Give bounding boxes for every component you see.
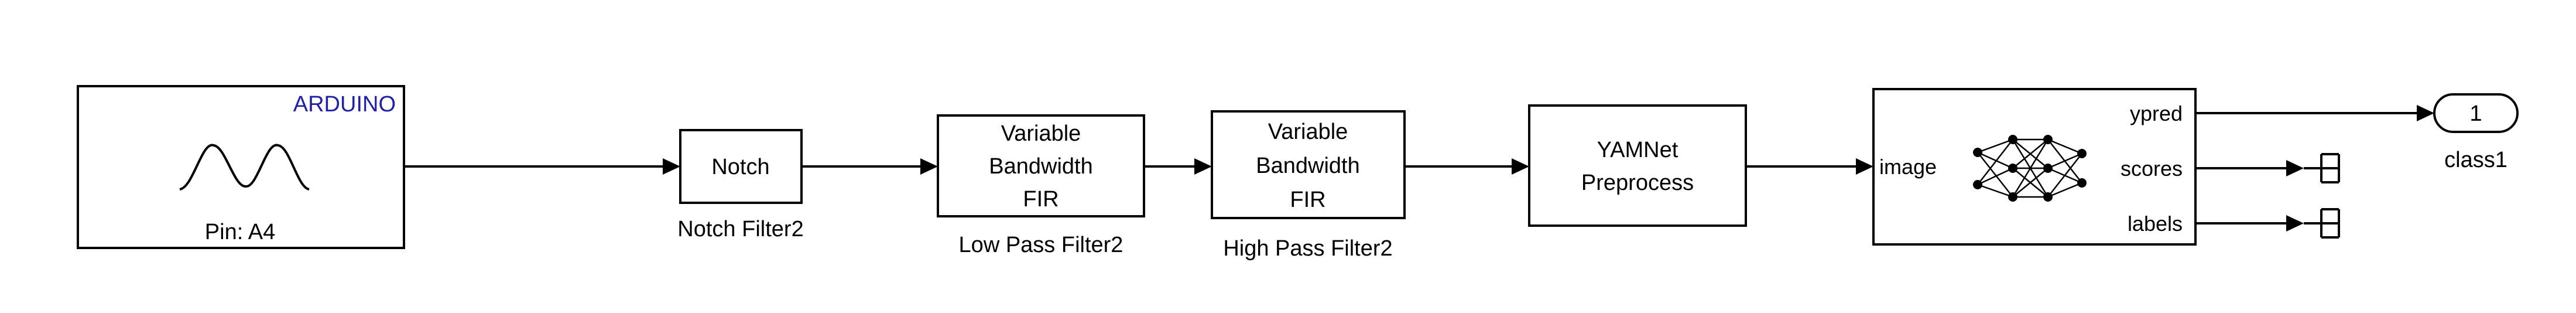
nn-edge bbox=[2012, 168, 2049, 198]
high-pass-line1: Variable bbox=[1268, 120, 1348, 144]
nn-edge bbox=[1977, 151, 2013, 169]
high-pass-caption: High Pass Filter2 bbox=[1223, 236, 1392, 261]
yamnet-preprocess-block[interactable]: YAMNet Preprocess bbox=[1528, 104, 1747, 227]
ypred-port-label: ypred bbox=[2130, 101, 2183, 125]
sine-wave-icon bbox=[179, 144, 310, 190]
arrowhead bbox=[2417, 105, 2434, 121]
arduino-brand-label: ARDUINO bbox=[293, 92, 396, 117]
high-pass-line3: FIR bbox=[1290, 188, 1325, 212]
nn-edge bbox=[2047, 182, 2082, 198]
nn-edge bbox=[2047, 152, 2082, 169]
nn-node bbox=[2008, 164, 2017, 173]
terminator-icon[interactable] bbox=[2304, 208, 2340, 239]
nn-edge bbox=[1977, 183, 2013, 198]
nn-node bbox=[2077, 149, 2087, 158]
sound-classifier-block[interactable]: image ypred scores labels bbox=[1872, 88, 2197, 246]
arrowhead bbox=[1194, 158, 1212, 175]
high-pass-fir-block[interactable]: Variable Bandwidth FIR bbox=[1211, 110, 1406, 219]
arrowhead bbox=[2286, 160, 2304, 176]
low-pass-fir-block[interactable]: Variable Bandwidth FIR bbox=[937, 114, 1145, 217]
nn-edge bbox=[1977, 139, 2013, 185]
yamnet-line2: Preprocess bbox=[1581, 171, 1694, 195]
nn-node bbox=[2043, 135, 2053, 144]
arduino-analog-input-block[interactable]: ARDUINO Pin: A4 bbox=[77, 85, 405, 249]
high-pass-line2: Bandwidth bbox=[1256, 154, 1359, 178]
low-pass-line3: FIR bbox=[1023, 187, 1059, 212]
nn-node bbox=[2008, 192, 2017, 202]
nn-edge bbox=[2012, 139, 2049, 169]
image-input-port-label: image bbox=[1879, 155, 1937, 179]
nn-edge bbox=[2047, 138, 2082, 155]
scores-port-label: scores bbox=[2121, 156, 2183, 181]
nn-node bbox=[1973, 180, 1982, 189]
nn-edge bbox=[2047, 153, 2082, 198]
outport-block[interactable]: 1 bbox=[2433, 93, 2519, 133]
low-pass-line1: Variable bbox=[1001, 121, 1081, 146]
nn-edge bbox=[2012, 139, 2049, 198]
neural-network-icon bbox=[1973, 135, 2087, 202]
notch-filter-block[interactable]: Notch bbox=[679, 129, 803, 204]
yamnet-line1: YAMNet bbox=[1597, 138, 1678, 162]
outport-number: 1 bbox=[2469, 101, 2482, 126]
arrowhead bbox=[1512, 158, 1529, 175]
nn-node bbox=[2008, 135, 2017, 144]
pin-label: Pin: A4 bbox=[205, 220, 275, 244]
low-pass-line2: Bandwidth bbox=[989, 154, 1092, 179]
nn-node bbox=[2043, 192, 2053, 202]
nn-node bbox=[2077, 178, 2087, 188]
arrowhead bbox=[663, 158, 680, 175]
nn-edge bbox=[1977, 167, 2013, 186]
nn-node bbox=[2043, 164, 2053, 173]
arrowhead bbox=[920, 158, 938, 175]
notch-label: Notch bbox=[711, 155, 769, 179]
arrowhead bbox=[1856, 158, 1873, 175]
nn-node bbox=[1973, 148, 1982, 157]
notch-filter-caption: Notch Filter2 bbox=[677, 217, 803, 241]
arrowhead bbox=[2286, 215, 2304, 232]
labels-port-label: labels bbox=[2128, 212, 2183, 236]
outport-caption: class1 bbox=[2444, 148, 2508, 172]
nn-edge bbox=[1977, 138, 2013, 154]
nn-edge bbox=[1977, 152, 2013, 198]
low-pass-caption: Low Pass Filter2 bbox=[959, 233, 1123, 257]
terminator-icon[interactable] bbox=[2304, 153, 2340, 183]
